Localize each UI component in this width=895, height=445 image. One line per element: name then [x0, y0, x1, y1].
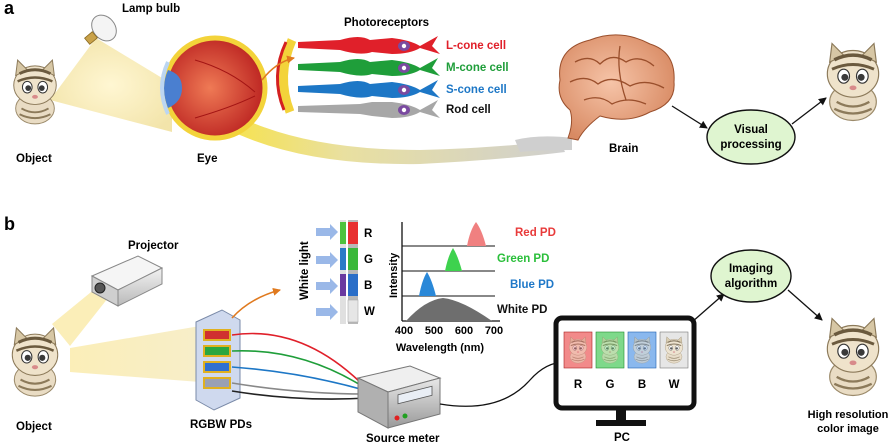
retina-zoom-arrow: [261, 55, 295, 81]
imaging-algorithm-node: [710, 249, 792, 303]
legend-white-pd: White PD: [497, 304, 547, 316]
screen-label-b: B: [638, 379, 646, 391]
thumb-kitten-b: [632, 336, 652, 364]
spectrum-ylabel: Intensity: [388, 252, 400, 298]
wire-blue: [231, 366, 365, 391]
projector-icon: [90, 255, 164, 307]
tick-600: 600: [455, 325, 473, 337]
wire-red: [231, 332, 361, 383]
white-light-arrows: [316, 224, 338, 320]
spectrum-xlabel: Wavelength (nm): [396, 342, 485, 354]
retina-strip: [278, 38, 297, 114]
rod-cell-shape: [298, 100, 440, 118]
l-cone-cell-shape: [298, 36, 440, 54]
filter-label-g: G: [364, 254, 373, 266]
pc-monitor: R G B W: [553, 315, 697, 426]
eye-label: Eye: [197, 153, 217, 165]
thumb-kitten-r: [568, 336, 588, 364]
m-cone-cell-shape: [298, 58, 440, 76]
source-meter-icon: [356, 365, 442, 429]
optic-nerve: [225, 112, 565, 165]
arrow-algorithm-to-output: [787, 289, 823, 321]
object-a-label: Object: [16, 153, 52, 165]
wire-gray: [231, 382, 367, 395]
output-label-1: High resolution: [808, 409, 889, 421]
arrow-processing-to-kitten: [791, 97, 827, 125]
lamp-bulb-icon: [84, 14, 117, 45]
legend-green-pd: Green PD: [497, 253, 549, 265]
screen-label-r: R: [574, 379, 583, 391]
photoreceptors-title: Photoreceptors: [344, 17, 429, 29]
projector-label: Projector: [128, 240, 179, 252]
pc-label: PC: [614, 432, 630, 444]
arrow-pc-to-algorithm: [691, 293, 725, 323]
tick-500: 500: [425, 325, 443, 337]
brain-label: Brain: [609, 143, 638, 155]
wire-green: [231, 349, 363, 387]
color-filter-stack: [340, 220, 359, 324]
legend-blue-pd: Blue PD: [510, 279, 554, 291]
peak-red-pd: [467, 222, 486, 246]
thumb-kitten-g: [600, 336, 620, 364]
spectrum-plot: Intensity 400 500 600 700 Wavelength (nm…: [388, 222, 556, 354]
brain-image: [558, 34, 675, 141]
cell-label-s: S-cone cell: [446, 84, 507, 96]
cell-label-l: L-cone cell: [446, 40, 506, 52]
peak-green-pd: [445, 248, 462, 271]
pd-zoom-arrow: [231, 287, 281, 319]
retina-strip-inner: [275, 41, 288, 111]
peak-blue-pd: [419, 272, 436, 296]
object-a-kitten-image: [12, 58, 58, 126]
panel-a-letter: a: [4, 0, 15, 18]
arrow-brain-to-processing: [671, 105, 708, 129]
tick-700: 700: [485, 325, 503, 337]
lamp-label: Lamp bulb: [122, 3, 180, 15]
output-label-2: color image: [817, 423, 879, 435]
visual-processing-node: [706, 109, 796, 165]
screen-label-g: G: [606, 379, 615, 391]
imaging-algorithm-label-1: Imaging: [729, 263, 773, 275]
filter-label-r: R: [364, 228, 373, 240]
output-kitten-image: [825, 316, 881, 398]
cell-label-rod: Rod cell: [446, 104, 491, 116]
photoreceptor-cells: [298, 36, 440, 118]
filter-label-b: B: [364, 280, 372, 292]
cable-meter-to-pc: [439, 361, 566, 407]
object-b-label: Object: [16, 421, 52, 433]
visual-processing-label-1: Visual: [734, 124, 768, 136]
scene-light-beam: [70, 326, 200, 382]
rgbw-pd-array: [195, 309, 241, 411]
perceived-kitten-image: [825, 41, 881, 123]
eye-image: [160, 35, 268, 141]
projector-light-beam: [52, 288, 108, 346]
thumb-kitten-w: [664, 336, 684, 364]
cell-label-m: M-cone cell: [446, 62, 509, 74]
source-meter-label: Source meter: [366, 433, 440, 445]
peak-white-pd: [406, 298, 492, 321]
tick-400: 400: [395, 325, 413, 337]
legend-red-pd: Red PD: [515, 227, 556, 239]
object-b-kitten-image: [10, 326, 60, 398]
lamp-light-beam: [50, 38, 172, 132]
panel-b-letter: b: [4, 214, 15, 234]
visual-processing-label-2: processing: [720, 139, 781, 151]
screen-label-w: W: [669, 379, 680, 391]
pd-array-label: RGBW PDs: [190, 419, 252, 431]
s-cone-cell-shape: [298, 80, 440, 98]
white-light-label: White light: [299, 241, 311, 300]
imaging-algorithm-label-2: algorithm: [725, 278, 777, 290]
axon-terminal: [515, 136, 572, 152]
filter-label-w: W: [364, 306, 375, 318]
wire-black: [231, 390, 369, 400]
